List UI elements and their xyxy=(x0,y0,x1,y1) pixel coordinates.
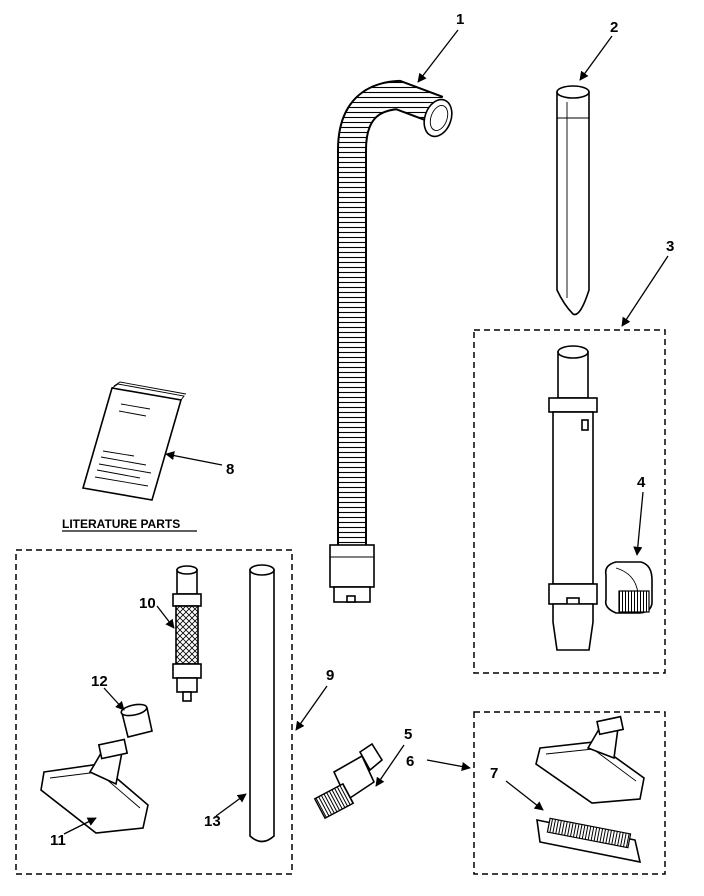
straight-wand-part xyxy=(249,564,275,843)
callout-5: 5 xyxy=(404,726,412,743)
literature-parts-caption: LITERATURE PARTS xyxy=(62,517,180,531)
callout-10: 10 xyxy=(139,595,156,612)
callout-1: 1 xyxy=(456,11,464,28)
literature-booklet-part xyxy=(81,381,187,501)
leader-1 xyxy=(417,29,459,83)
callout-12: 12 xyxy=(91,673,108,690)
floor-tool-part xyxy=(40,738,149,834)
leader-12 xyxy=(103,687,125,711)
callout-11: 11 xyxy=(50,832,66,849)
leader-7 xyxy=(505,780,544,811)
leader-8 xyxy=(165,451,223,466)
upholstery-group-box xyxy=(473,711,666,875)
callout-7: 7 xyxy=(490,765,498,782)
dusting-brush-part xyxy=(313,742,384,820)
callout-6: 6 xyxy=(406,753,414,770)
callout-9: 9 xyxy=(326,667,334,684)
callout-2: 2 xyxy=(610,19,618,36)
small-adapter-part xyxy=(120,703,153,738)
upholstery-brush-part xyxy=(536,817,642,864)
leader-6 xyxy=(426,759,471,771)
wand-group-box xyxy=(473,329,666,674)
leader-3 xyxy=(621,255,669,327)
leader-11 xyxy=(63,817,97,835)
leader-5 xyxy=(375,744,405,787)
crevice-tool-part xyxy=(556,85,590,316)
callout-3: 3 xyxy=(666,238,674,255)
leader-4 xyxy=(633,491,644,556)
leader-13 xyxy=(215,793,247,817)
wand-clip-part xyxy=(604,561,653,614)
hose-part xyxy=(329,79,453,603)
callout-4: 4 xyxy=(637,474,646,491)
upholstery-floor-tool-part xyxy=(535,715,645,804)
callout-8: 8 xyxy=(226,461,234,478)
callout-13: 13 xyxy=(204,813,221,830)
leader-10 xyxy=(156,605,175,629)
leader-9 xyxy=(295,685,328,731)
flexible-adapter-part xyxy=(172,565,202,702)
extension-wand-part xyxy=(548,345,598,651)
leader-2 xyxy=(579,35,613,81)
